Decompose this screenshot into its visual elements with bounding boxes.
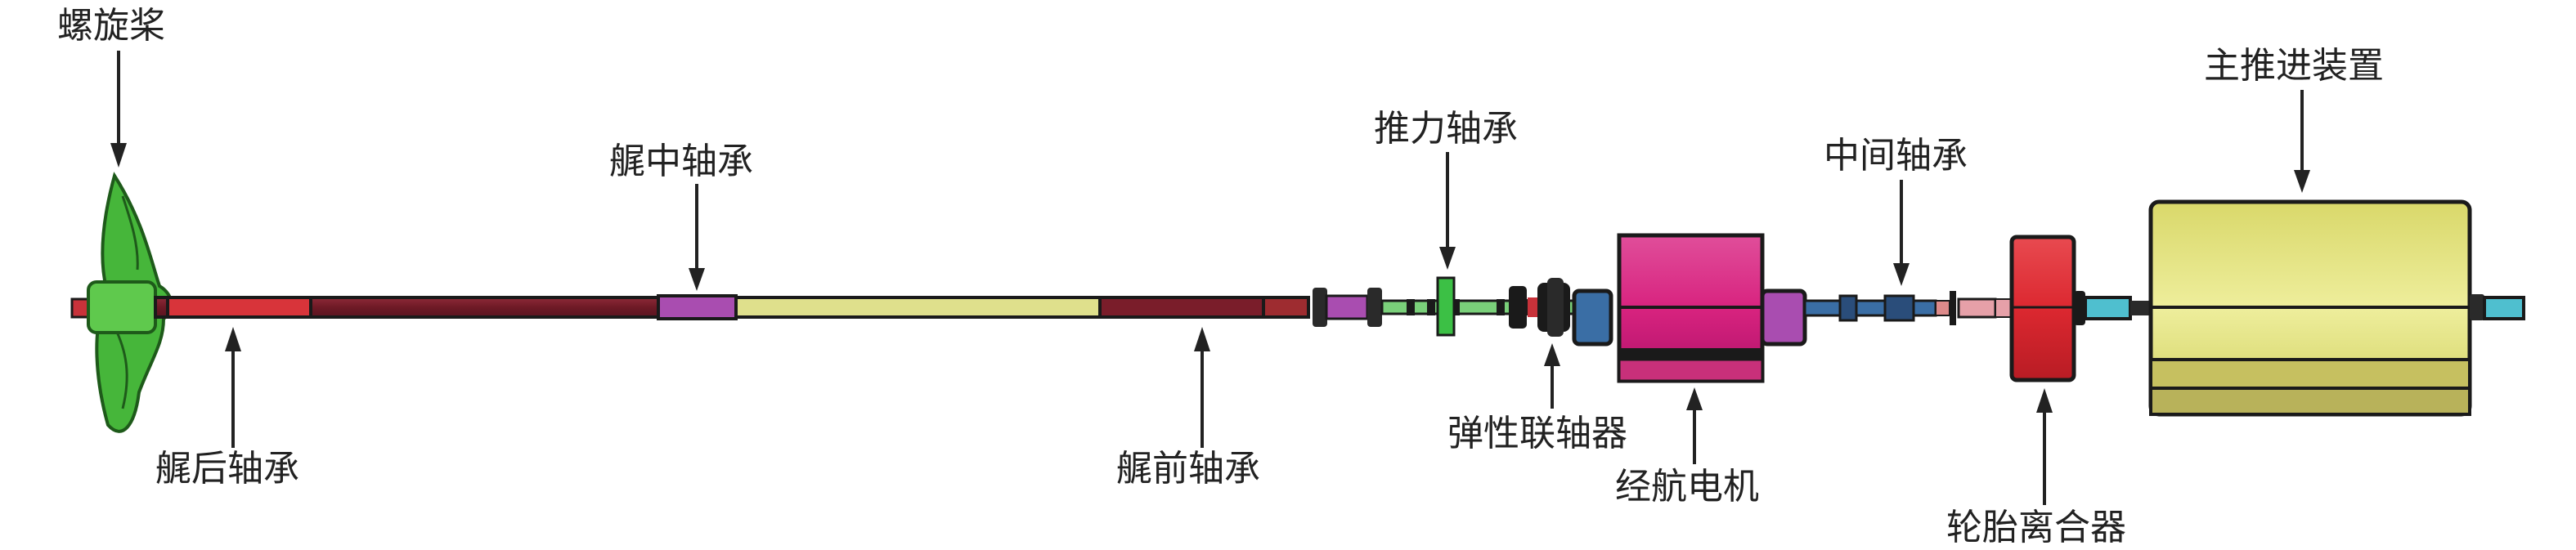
- label-elastic-coupling-text: 弹性联轴器: [1447, 413, 1627, 454]
- label-thrust-bearing-text: 推力轴承: [1374, 108, 1518, 150]
- label-mid-bearing-text: 艉中轴承: [609, 141, 753, 182]
- stern-bearing-block: [166, 296, 312, 319]
- label-cruise-motor-text: 经航电机: [1615, 466, 1759, 508]
- label-intermediate-bearing: 中间轴承: [1824, 135, 1968, 286]
- label-mid-bearing: 艉中轴承: [609, 141, 753, 291]
- thrust-collar: [1436, 276, 1456, 337]
- intermediate-shaft: [1803, 291, 1997, 325]
- label-front-bearing: 艉前轴承: [1116, 327, 1260, 490]
- label-tire-clutch: 轮胎离合器: [1946, 388, 2126, 548]
- label-elastic-coupling: 弹性联轴器: [1447, 343, 1627, 454]
- label-thrust-bearing: 推力轴承: [1374, 108, 1518, 270]
- propeller-shaft: [154, 294, 1310, 320]
- cruise-motor: [1617, 233, 1807, 383]
- label-stern-bearing: 艉后轴承: [155, 327, 299, 490]
- mid-bearing-block: [657, 294, 738, 320]
- main-propulsion-device: [2148, 199, 2525, 417]
- label-propeller: 螺旋桨: [57, 5, 165, 168]
- label-main-propulsion: 主推进装置: [2204, 45, 2384, 193]
- label-cruise-motor: 经航电机: [1615, 387, 1759, 508]
- label-front-bearing-text: 艉前轴承: [1116, 448, 1260, 490]
- tire-clutch: [1995, 235, 2151, 382]
- label-main-propulsion-text: 主推进装置: [2204, 45, 2384, 87]
- front-bearing-block: [1098, 296, 1265, 319]
- label-intermediate-bearing-text: 中间轴承: [1824, 135, 1968, 177]
- label-propeller-text: 螺旋桨: [57, 5, 165, 47]
- label-tire-clutch-text: 轮胎离合器: [1946, 507, 2126, 548]
- yellow-shaft-section: [734, 296, 1102, 319]
- intermediate-bearing-block: [1883, 294, 1915, 322]
- label-stern-bearing-text: 艉后轴承: [155, 448, 299, 490]
- elastic-coupling: [1509, 278, 1613, 347]
